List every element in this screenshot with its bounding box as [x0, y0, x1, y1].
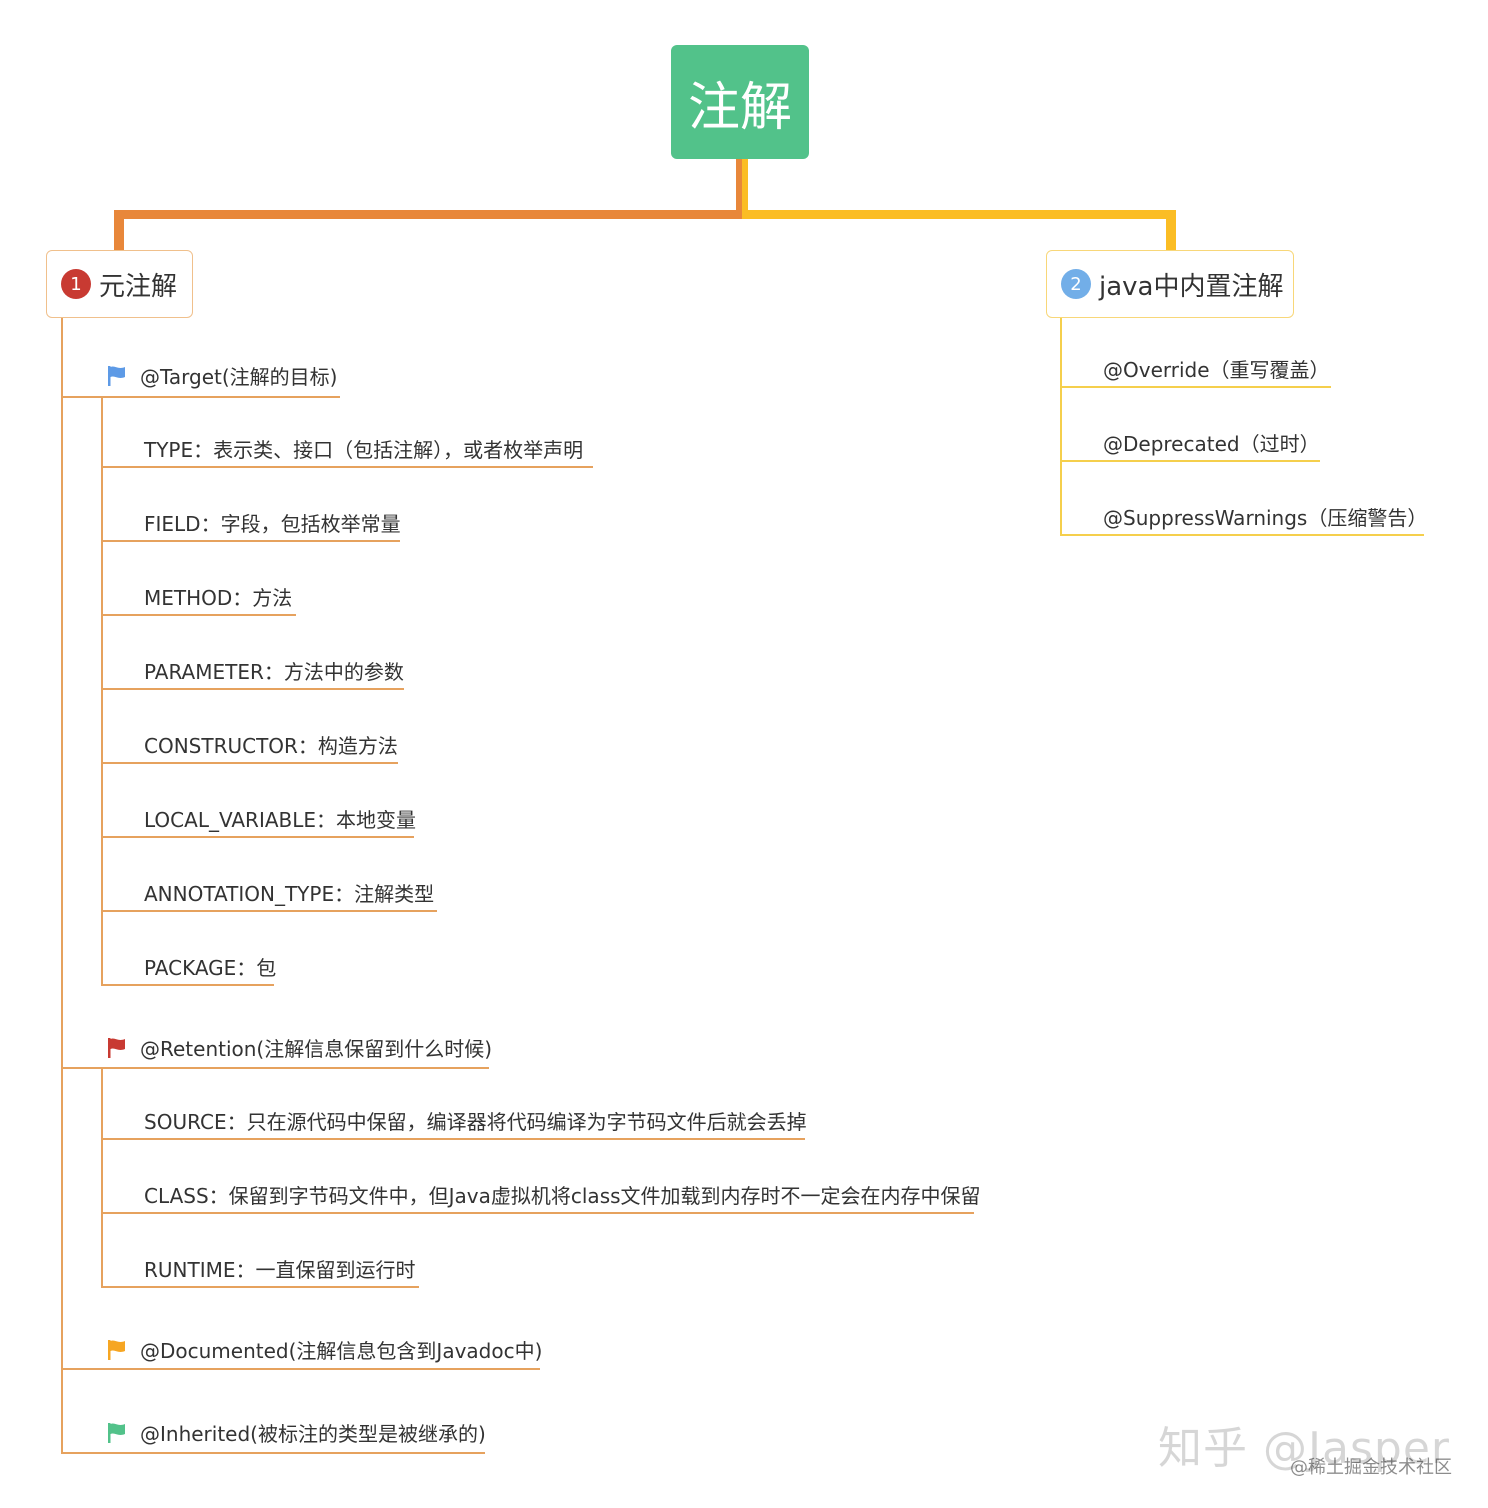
- flag-blue-icon: [108, 366, 125, 386]
- item-runtime-underline: [101, 1286, 419, 1288]
- item-method-underline: [101, 614, 296, 616]
- branch-meta-annotations[interactable]: 1 元注解: [46, 250, 193, 318]
- flag-red-icon: [108, 1038, 125, 1058]
- group-target[interactable]: @Target(注解的目标): [106, 365, 337, 389]
- item-package-underline: [101, 984, 274, 986]
- retention-sub-spine: [101, 1069, 103, 1288]
- item-constructor-underline: [101, 762, 398, 764]
- number-badge-2: 2: [1061, 269, 1091, 299]
- flag-orange-icon: [108, 1340, 125, 1360]
- documented-connector: [61, 1368, 540, 1370]
- item-annotation-type-underline: [101, 910, 437, 912]
- number-badge-1: 1: [61, 269, 91, 299]
- group-documented[interactable]: @Documented(注解信息包含到Javadoc中): [106, 1339, 542, 1363]
- item-suppresswarnings[interactable]: @SuppressWarnings（压缩警告）: [1103, 506, 1428, 530]
- target-connector: [61, 396, 340, 398]
- item-constructor[interactable]: CONSTRUCTOR：构造方法: [144, 734, 398, 758]
- group-inherited-label: @Inherited(被标注的类型是被继承的): [140, 1422, 486, 1446]
- item-deprecated[interactable]: @Deprecated（过时）: [1103, 432, 1320, 456]
- branch-builtin-annotations[interactable]: 2 java中内置注解: [1046, 250, 1294, 318]
- left-connector-drop: [114, 210, 124, 250]
- item-source[interactable]: SOURCE：只在源代码中保留，编译器将代码编译为字节码文件后就会丢掉: [144, 1110, 807, 1134]
- retention-connector: [61, 1067, 489, 1069]
- item-local-variable[interactable]: LOCAL_VARIABLE：本地变量: [144, 808, 417, 832]
- root-stem-right: [742, 158, 748, 218]
- group-retention[interactable]: @Retention(注解信息保留到什么时候): [106, 1037, 492, 1061]
- item-override-underline: [1060, 386, 1331, 388]
- item-parameter[interactable]: PARAMETER：方法中的参数: [144, 660, 404, 684]
- root-node[interactable]: 注解: [671, 45, 809, 159]
- right-connector-horizontal: [742, 210, 1176, 219]
- item-type[interactable]: TYPE：表示类、接口（包括注解），或者枚举声明: [144, 438, 584, 462]
- item-field-underline: [101, 540, 400, 542]
- inherited-connector: [61, 1452, 485, 1454]
- item-deprecated-underline: [1060, 460, 1320, 462]
- item-package[interactable]: PACKAGE：包: [144, 956, 277, 980]
- item-runtime[interactable]: RUNTIME：一直保留到运行时: [144, 1258, 416, 1282]
- item-type-underline: [101, 466, 593, 468]
- item-field[interactable]: FIELD：字段，包括枚举常量: [144, 512, 401, 536]
- item-annotation-type[interactable]: ANNOTATION_TYPE：注解类型: [144, 882, 435, 906]
- root-stem-left: [736, 158, 742, 218]
- flag-green-icon: [108, 1423, 125, 1443]
- item-local-variable-underline: [101, 836, 414, 838]
- branch-label-builtin: java中内置注解: [1099, 271, 1284, 302]
- watermark-zhihu: 知乎 @Jasper: [1158, 1423, 1450, 1474]
- watermark-juejin: @稀土掘金技术社区: [1290, 1457, 1452, 1478]
- item-parameter-underline: [101, 688, 404, 690]
- item-override[interactable]: @Override（重写覆盖）: [1103, 358, 1330, 382]
- right-spine: [1060, 318, 1062, 536]
- target-sub-spine: [101, 398, 103, 986]
- group-inherited[interactable]: @Inherited(被标注的类型是被继承的): [106, 1422, 486, 1446]
- group-documented-label: @Documented(注解信息包含到Javadoc中): [140, 1339, 543, 1363]
- item-method[interactable]: METHOD：方法: [144, 586, 293, 610]
- item-source-underline: [101, 1138, 805, 1140]
- item-class-underline: [101, 1212, 974, 1214]
- group-target-label: @Target(注解的目标): [140, 365, 338, 389]
- branch-label-meta: 元注解: [99, 271, 178, 302]
- group-retention-label: @Retention(注解信息保留到什么时候): [140, 1037, 493, 1061]
- left-spine: [61, 318, 63, 1454]
- root-label: 注解: [687, 77, 792, 138]
- left-connector-horizontal: [114, 210, 742, 219]
- right-connector-drop: [1166, 210, 1176, 250]
- item-class[interactable]: CLASS：保留到字节码文件中，但Java虚拟机将class文件加载到内存时不一…: [144, 1184, 981, 1208]
- item-suppresswarnings-underline: [1060, 534, 1424, 536]
